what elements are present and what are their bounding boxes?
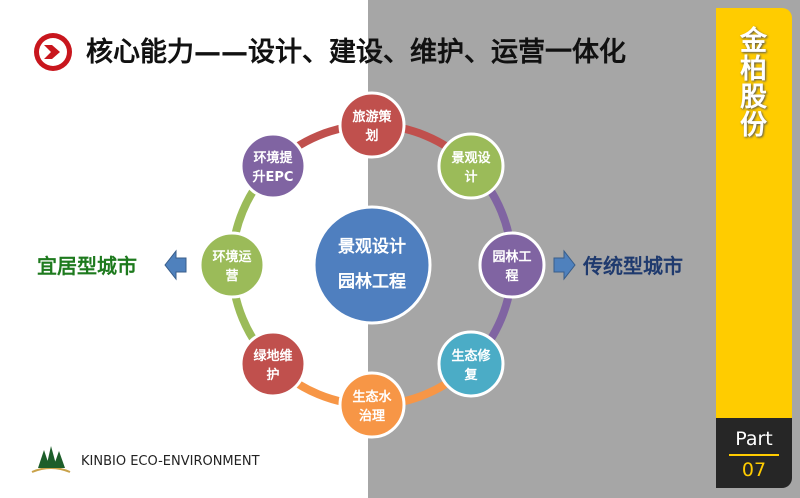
node-label: 治理: [359, 408, 385, 424]
node-label: 生态水: [352, 389, 392, 405]
node-label: 计: [464, 169, 477, 185]
brand-name: 金柏股份: [735, 26, 766, 138]
node-label: 绿地维: [253, 348, 292, 364]
node-label: 旅游策: [352, 109, 392, 125]
right-label: 传统型城市: [583, 254, 683, 278]
node-label: 护: [266, 367, 279, 383]
center-circle: 景观设计 园林工程: [312, 205, 432, 325]
tree-logo-icon: [31, 446, 71, 473]
part-divider: [729, 454, 779, 456]
node-circle: [239, 132, 307, 200]
part-box: Part 07: [716, 418, 792, 488]
center-line2: 园林工程: [338, 271, 406, 292]
node-label: 营: [225, 268, 238, 284]
node-circle: [478, 231, 546, 299]
node-label: 环境提: [253, 150, 293, 166]
node-label: 划: [365, 128, 378, 144]
footer-company: KINBIO ECO-ENVIRONMENT: [81, 454, 260, 469]
node-circle: [239, 330, 307, 398]
right-arrow-icon: [553, 249, 576, 281]
left-arrow-icon: [164, 249, 187, 281]
node-label: 生态修: [451, 348, 491, 364]
node-label: 园林工: [492, 249, 531, 265]
part-number: 07: [741, 459, 767, 481]
node-label: 环境运: [212, 249, 251, 265]
node-circle: [198, 231, 266, 299]
node-circle: [437, 330, 505, 398]
node-label: 程: [505, 269, 518, 284]
node-label: 升EPC: [253, 169, 294, 185]
page-title: 核心能力——设计、建设、维护、运营一体化: [86, 37, 626, 68]
node-circle: [338, 371, 406, 439]
node-circle: [437, 132, 505, 200]
center-line1: 景观设计: [338, 236, 406, 257]
side-tab-yellow: 金柏股份: [716, 8, 792, 418]
red-arrow-circle-icon: [34, 33, 72, 71]
part-label: Part: [735, 428, 773, 450]
cycle-node: 景观设计: [437, 132, 505, 200]
cycle-node: 园林工程: [478, 231, 546, 299]
node-label: 景观设: [451, 151, 491, 166]
left-label: 宜居型城市: [37, 254, 137, 278]
node-circle: [338, 91, 406, 159]
side-tab: 金柏股份 Part 07: [716, 8, 792, 488]
node-label: 复: [463, 367, 478, 383]
